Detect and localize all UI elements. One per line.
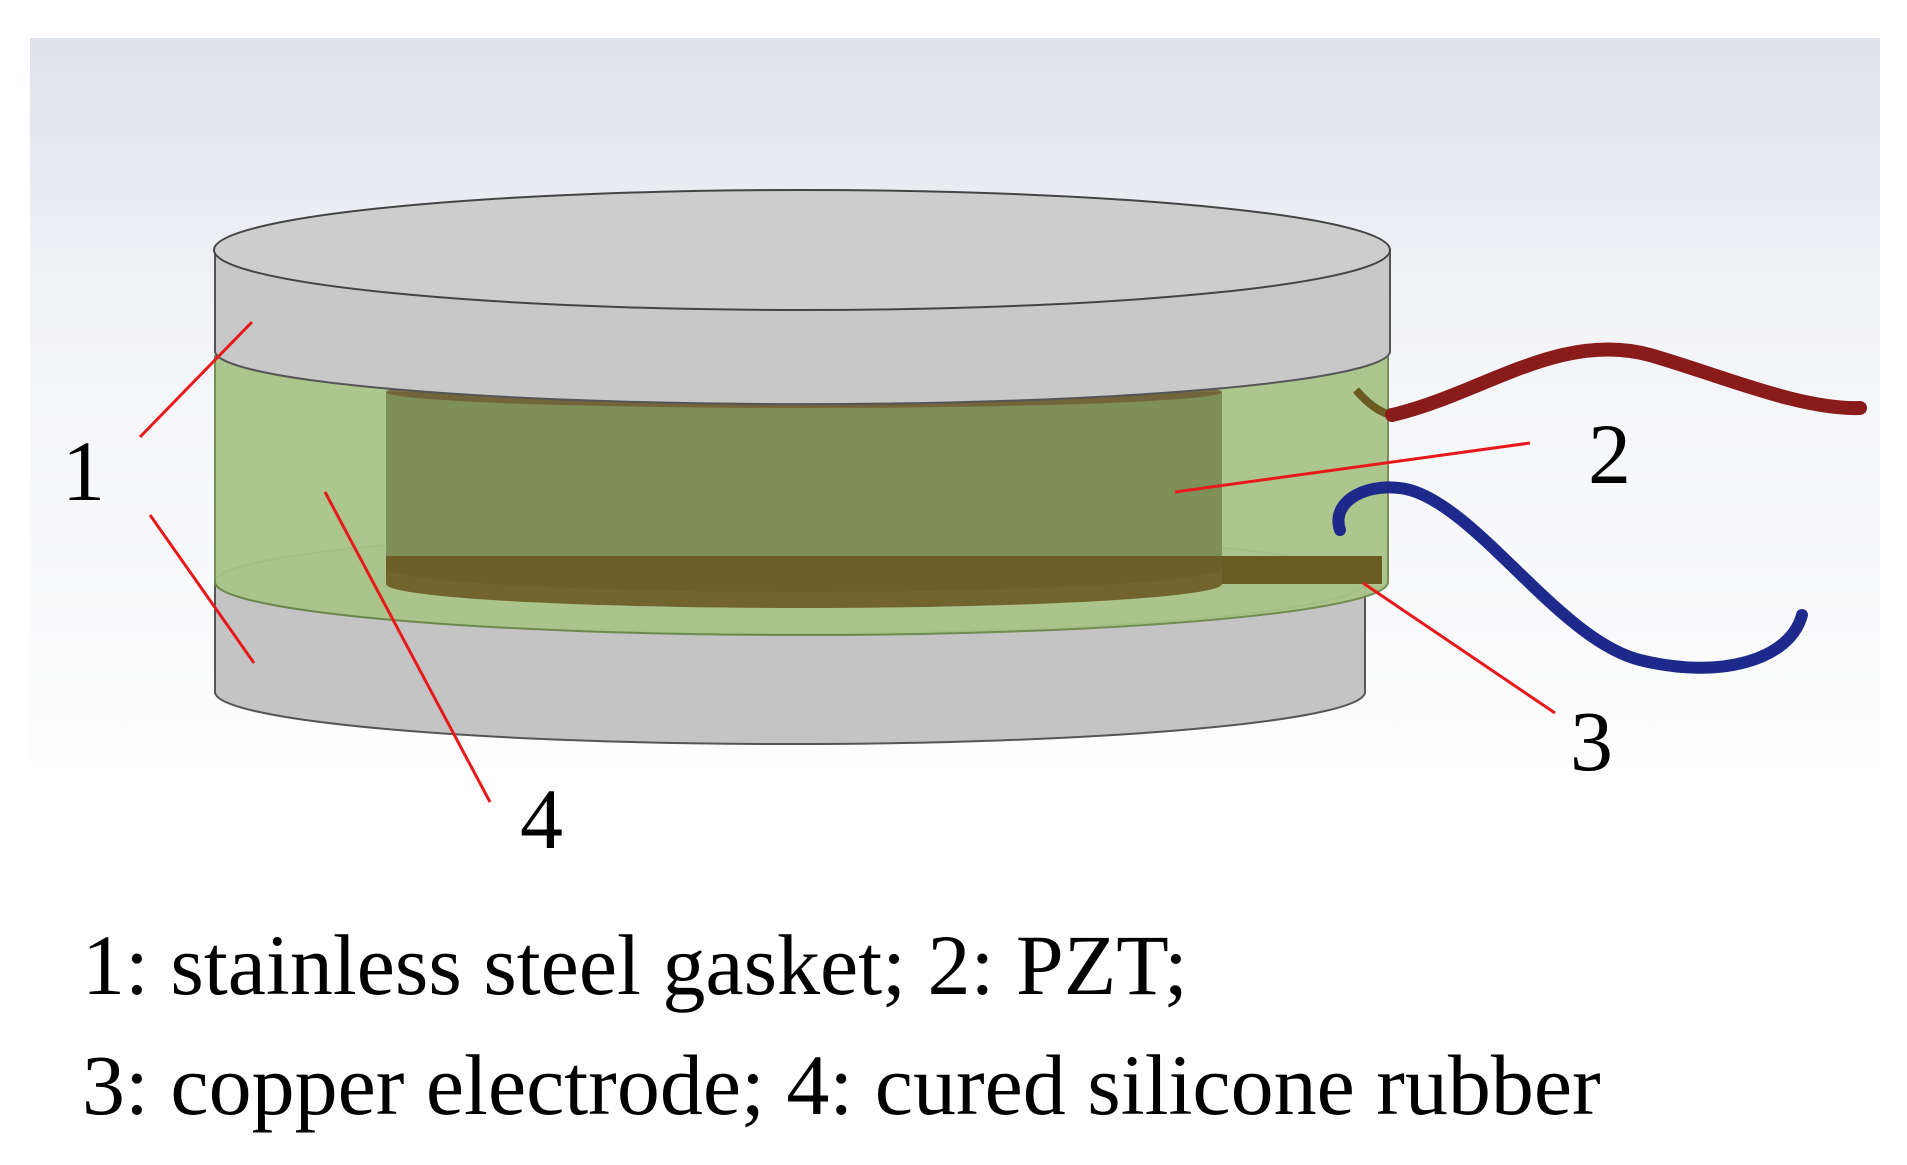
blue-wire [1332,481,1808,674]
label-2: 2 [1588,406,1631,502]
leader-lines [138,320,1556,803]
leader-3 [1362,581,1556,715]
leader-2 [1174,441,1531,494]
label-4: 4 [520,771,563,867]
red-wire [1385,342,1867,422]
caption-line-2: 3: copper electrode; 4: cured silicone r… [82,1037,1601,1133]
pzt-disc [386,376,1222,608]
label-1: 1 [62,423,105,519]
label-3: 3 [1570,693,1613,789]
leader-4 [323,491,492,803]
caption-line-1: 1: stainless steel gasket; 2: PZT; [82,917,1188,1013]
top-steel-gasket [213,189,1391,406]
leader-1-bottom [148,514,256,664]
leader-1-top [138,320,254,439]
